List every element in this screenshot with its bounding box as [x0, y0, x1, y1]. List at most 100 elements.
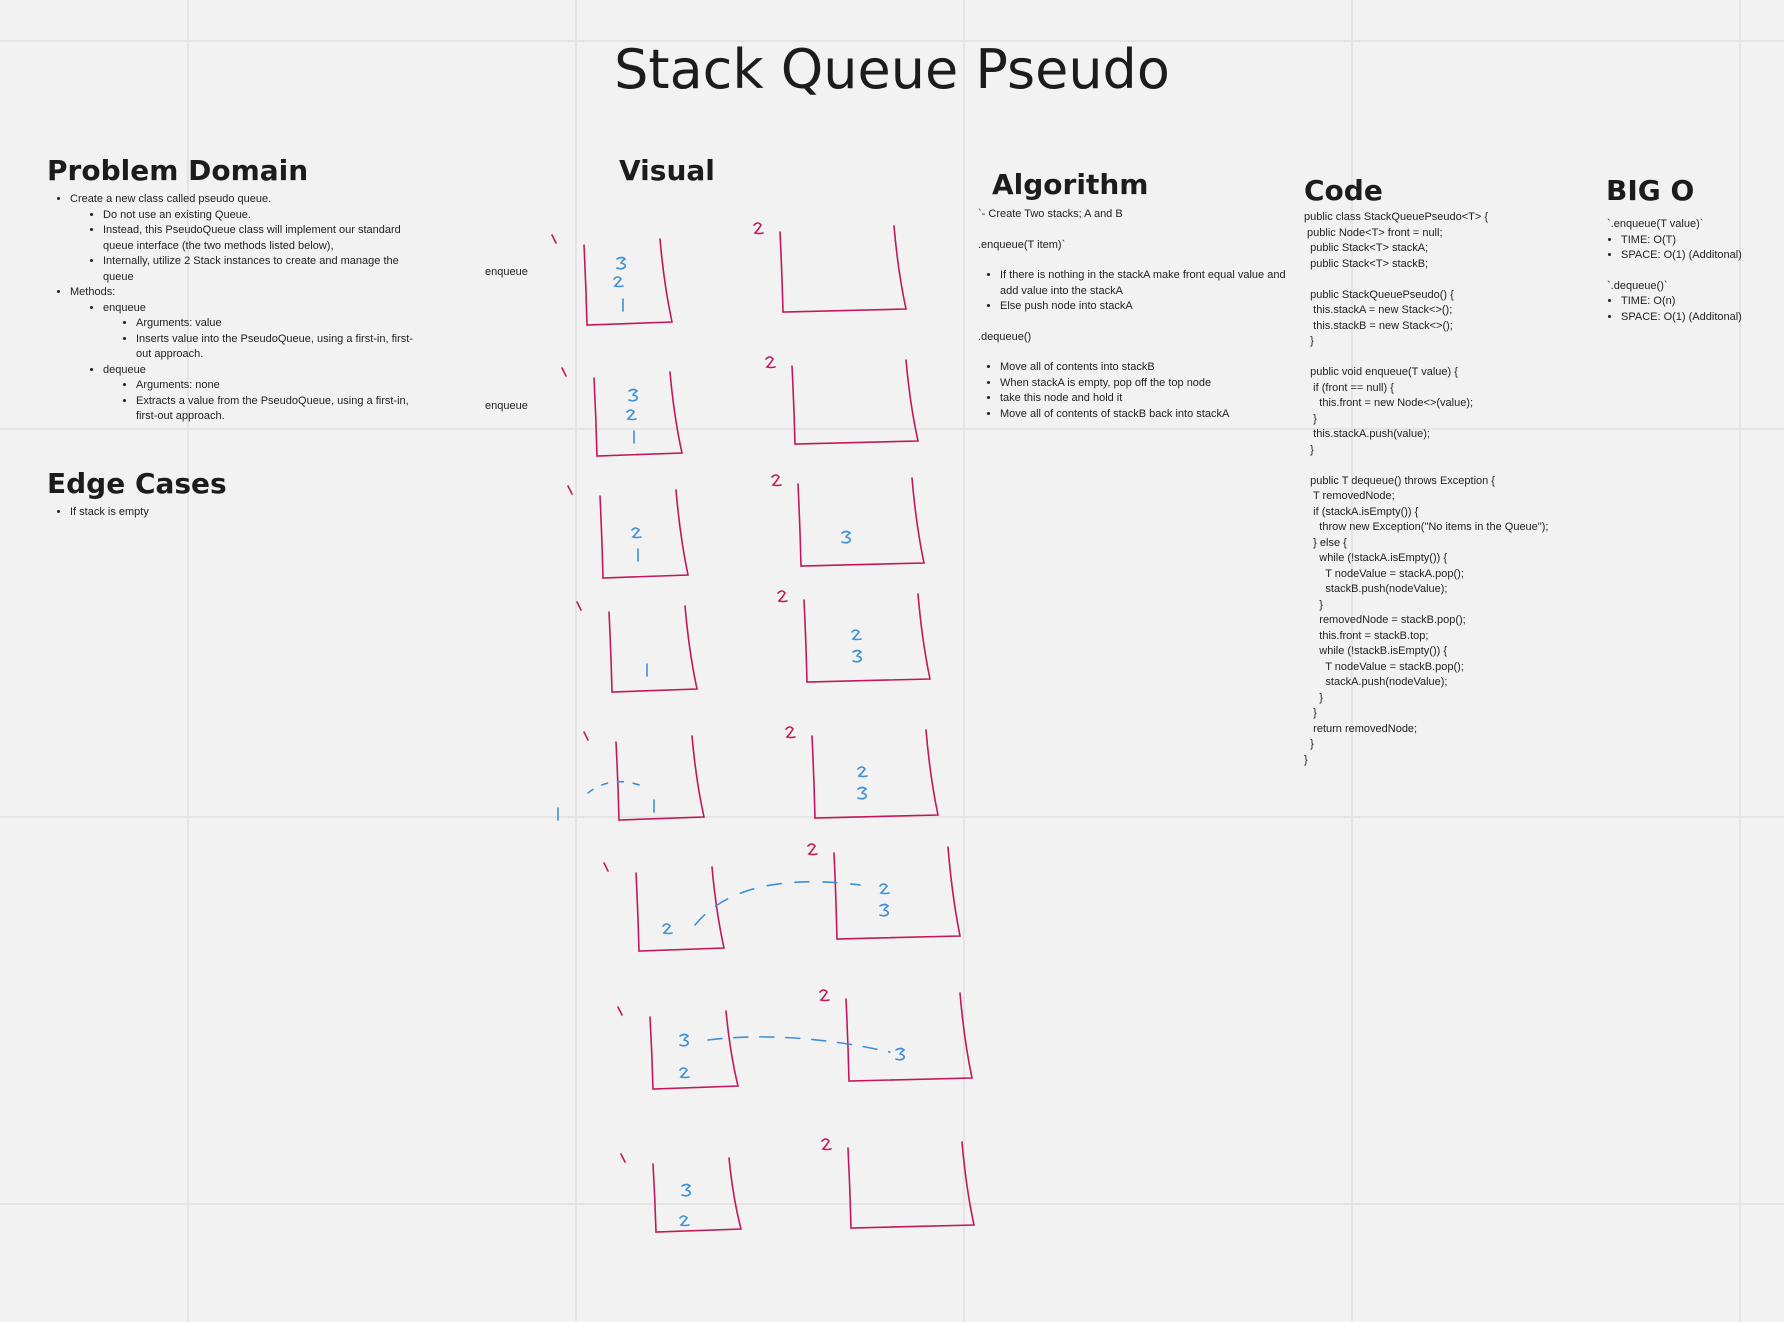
- stack-outline: [649, 1010, 740, 1090]
- value-mark: [841, 530, 852, 544]
- code-block: public class StackQueuePseudo<T> { publi…: [1304, 210, 1548, 768]
- big-o-body: `.enqueue(T value)` TIME: O(T) SPACE: O(…: [1607, 217, 1782, 325]
- code-line: T nodeValue = stackA.pop();: [1304, 567, 1464, 580]
- code-line: public void enqueue(T value) {: [1304, 366, 1458, 378]
- code-line: }: [1304, 691, 1323, 704]
- grid-line: [1351, 0, 1353, 1322]
- code-line: while (!stackA.isEmpty()) {: [1304, 552, 1448, 564]
- grid-line: [0, 816, 1784, 818]
- code-line: return removedNode;: [1304, 722, 1418, 735]
- list-item: SPACE: O(1) (Additonal): [1621, 248, 1782, 264]
- stack-outline: [593, 371, 683, 457]
- value-mark: [852, 649, 863, 663]
- value-mark: [679, 1067, 690, 1079]
- list-item: Internally, utilize 2 Stack instances to…: [103, 254, 428, 285]
- code-line: public Node<T> front = null;: [1304, 226, 1443, 239]
- stack-outline: [608, 605, 698, 693]
- stack-outline: [615, 735, 705, 821]
- code-line: this.stackB = new Stack<>();: [1304, 319, 1453, 332]
- code-line: }: [1304, 335, 1314, 347]
- value-mark: [879, 883, 890, 895]
- transfer-arrow: [587, 780, 646, 794]
- visual-heading: Visual: [619, 154, 715, 187]
- stack-outline: [791, 359, 919, 445]
- code-line: stackA.push(nodeValue);: [1304, 676, 1448, 688]
- algorithm-intro: `- Create Two stacks; A and B: [978, 208, 1123, 220]
- list-item: Arguments: value: [136, 316, 428, 332]
- stack-outline: [797, 477, 925, 567]
- value-mark: [626, 409, 637, 421]
- code-line: this.stackA = new Stack<>();: [1304, 304, 1453, 316]
- grid-line: [575, 0, 577, 1322]
- grid-line: [0, 428, 1784, 430]
- grid-line: [1739, 0, 1741, 1322]
- list-item: take this node and hold it: [1000, 391, 1288, 407]
- stack-marker: [561, 367, 567, 377]
- edge-cases-list: If stack is empty: [48, 505, 348, 521]
- list-item: Do not use an existing Queue.: [103, 208, 428, 224]
- list-item: When stackA is empty, pop off the top no…: [1000, 376, 1288, 392]
- list-item: If stack is empty: [70, 505, 348, 521]
- stack-marker: [753, 222, 764, 235]
- grid-line: [187, 0, 189, 1322]
- stack-marker: [771, 474, 782, 487]
- dequeue-title: .dequeue(): [978, 330, 1032, 343]
- value-mark: [679, 1215, 690, 1227]
- list-item: Instead, this PseudoQueue class will imp…: [103, 223, 428, 254]
- grid-line: [963, 0, 965, 1322]
- code-line: [1304, 272, 1548, 288]
- code-line: if (front == null) {: [1304, 381, 1394, 394]
- stack-marker: [567, 485, 573, 495]
- stack-outline: [635, 866, 725, 952]
- list-item: enqueue Arguments: value Inserts value i…: [103, 301, 428, 363]
- code-line: public T dequeue() throws Exception {: [1304, 474, 1495, 487]
- code-line: }: [1304, 598, 1323, 611]
- enqueue-label: enqueue: [485, 400, 528, 412]
- list-item: Extracts a value from the PseudoQueue, u…: [136, 394, 428, 425]
- stack-marker: [785, 726, 796, 739]
- stack-marker: [583, 731, 589, 741]
- stack-outline: [811, 729, 939, 819]
- algorithm-heading: Algorithm: [992, 168, 1149, 201]
- problem-domain-heading: Problem Domain: [47, 154, 309, 187]
- value-mark: [879, 903, 890, 917]
- stack-outline: [599, 489, 689, 579]
- value-mark: [857, 786, 868, 800]
- code-line: }: [1304, 443, 1314, 456]
- list-item: TIME: O(T): [1621, 233, 1782, 249]
- stack-marker: [807, 843, 818, 856]
- code-line: if (stackA.isEmpty()) {: [1304, 505, 1419, 518]
- transfer-arrow: [694, 880, 861, 926]
- code-line: stackB.push(nodeValue);: [1304, 583, 1448, 595]
- code-line: T removedNode;: [1304, 490, 1395, 502]
- code-line: [1304, 350, 1548, 366]
- big-o-heading: BIG O: [1606, 174, 1695, 207]
- code-line: }: [1304, 738, 1314, 750]
- code-line: [1304, 458, 1548, 474]
- code-line: throw new Exception("No items in the Que…: [1304, 521, 1549, 533]
- code-line: }: [1304, 707, 1317, 719]
- enqueue-label: enqueue: [485, 266, 528, 278]
- list-item: SPACE: O(1) (Additonal): [1621, 310, 1782, 326]
- stack-outline: [803, 593, 931, 683]
- code-line: this.front = stackB.top;: [1304, 629, 1429, 642]
- stack-marker: [765, 356, 776, 369]
- code-line: public Stack<T> stackB;: [1304, 257, 1429, 270]
- code-line: while (!stackB.isEmpty()) {: [1304, 645, 1448, 657]
- code-line: T nodeValue = stackB.pop();: [1304, 660, 1464, 673]
- stack-marker: [620, 1153, 626, 1163]
- stack-marker: [551, 234, 557, 244]
- value-mark: [895, 1047, 906, 1061]
- value-mark: [631, 527, 642, 539]
- list-item: dequeue Arguments: none Extracts a value…: [103, 363, 428, 425]
- enqueue-title: .enqueue(T item)`: [978, 238, 1066, 251]
- transfer-arrow: [707, 1036, 891, 1053]
- stack-outline: [847, 1141, 975, 1229]
- stack-marker: [821, 1138, 832, 1151]
- stack-marker: [617, 1006, 623, 1016]
- list-item: Create a new class called pseudo queue. …: [70, 192, 428, 285]
- code-line: this.front = new Node<>(value);: [1304, 397, 1474, 409]
- list-item: Move all of contents of stackB back into…: [1000, 407, 1288, 423]
- edge-cases-heading: Edge Cases: [47, 467, 227, 500]
